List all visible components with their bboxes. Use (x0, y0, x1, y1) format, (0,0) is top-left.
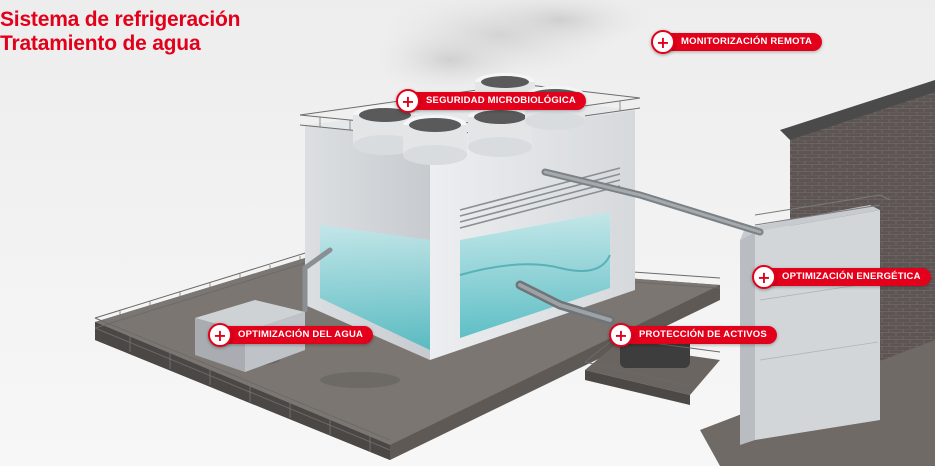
hotspot-proteccion-de-activos[interactable]: + PROTECCIÓN DE ACTIVOS (609, 323, 777, 347)
hotspot-optimizacion-energetica[interactable]: + OPTIMIZACIÓN ENERGÉTICA (752, 265, 931, 289)
page-title-line2: Tratamiento de agua (0, 32, 201, 55)
plus-icon: + (752, 265, 776, 289)
page-title-line1: Sistema de refrigeración (0, 8, 241, 31)
plus-icon: + (609, 323, 633, 347)
hotspot-label: PROTECCIÓN DE ACTIVOS (623, 326, 777, 344)
hotspot-monitorizacion-remota[interactable]: + MONITORIZACIÓN REMOTA (651, 30, 823, 54)
hotspot-label: SEGURIDAD MICROBIOLÓGICA (410, 92, 586, 110)
plus-icon: + (208, 323, 232, 347)
page-title: Sistema de refrigeración Tratamiento de … (0, 8, 241, 56)
hotspot-optimizacion-del-agua[interactable]: + OPTIMIZACIÓN DEL AGUA (208, 323, 374, 347)
hotspot-label: MONITORIZACIÓN REMOTA (665, 33, 823, 51)
hotspot-label: OPTIMIZACIÓN ENERGÉTICA (766, 268, 931, 286)
plus-icon: + (396, 89, 420, 113)
hotspot-seguridad-microbiologica[interactable]: + SEGURIDAD MICROBIOLÓGICA (396, 89, 586, 113)
plus-icon: + (651, 30, 675, 54)
hotspot-label: OPTIMIZACIÓN DEL AGUA (222, 326, 374, 344)
